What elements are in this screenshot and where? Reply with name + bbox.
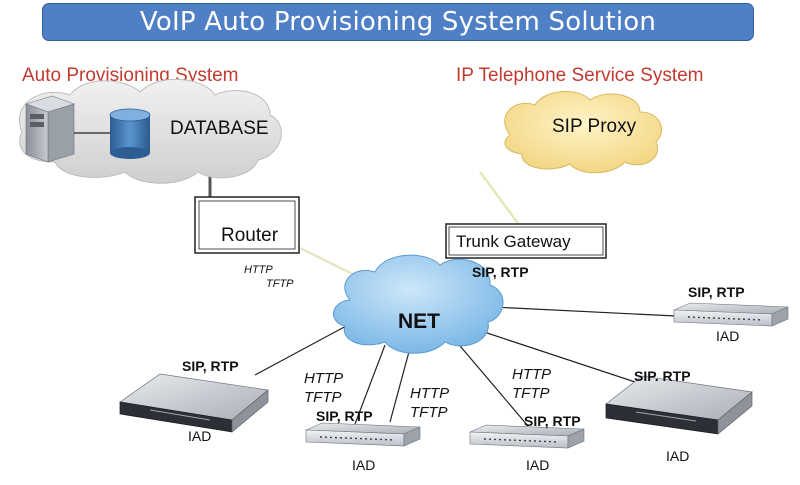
net-iad4-link	[454, 339, 529, 427]
title-banner: VoIP Auto Provisioning System Solution	[42, 3, 754, 41]
sip-proxy-label: SIP Proxy	[552, 116, 637, 137]
router-tftp-label: TFTP	[266, 278, 294, 290]
iad-1-protocol-label: SIP, RTP	[182, 358, 239, 374]
router-box	[194, 196, 300, 254]
iad-2-label: IAD	[352, 457, 376, 473]
ip-telephone-service-system-label: IP Telephone Service System	[456, 65, 704, 86]
database-label: DATABASE	[170, 118, 269, 139]
iad-device-icon	[119, 373, 269, 433]
iad-5-label: IAD	[666, 448, 690, 464]
iad-4-protocol-label: SIP, RTP	[524, 413, 581, 429]
net-iad1-link	[254, 324, 349, 376]
router-label: Router	[221, 225, 279, 246]
iad-device-icon	[469, 424, 585, 449]
database-icon	[109, 108, 151, 159]
iad-1-label: IAD	[188, 428, 212, 444]
iad-2-http-label: HTTP	[304, 370, 344, 387]
iad-4-http-label: HTTP	[512, 366, 552, 383]
proxy-gateway-link	[478, 171, 522, 227]
iad-device-icon	[673, 302, 789, 327]
iad-4-tftp-label: TFTP	[512, 385, 550, 402]
trunk-gateway-box	[445, 223, 607, 259]
iad-3-tftp-label: TFTP	[410, 404, 448, 421]
iad-device-icon	[305, 422, 421, 447]
iad-2-protocol-label: SIP, RTP	[316, 408, 373, 424]
trunk-gateway-label: Trunk Gateway	[456, 232, 571, 251]
iad-device-icon	[605, 375, 753, 435]
net-iad3-link	[389, 347, 411, 423]
database-cloud	[19, 79, 282, 184]
router-http-label: HTTP	[244, 264, 273, 276]
iad-6-protocol-label: SIP, RTP	[688, 284, 745, 300]
net-iad5-link	[477, 329, 636, 383]
iad-2-tftp-label: TFTP	[304, 389, 342, 406]
net-label: NET	[398, 310, 440, 333]
iad-5-protocol-label: SIP. RTP	[634, 368, 691, 384]
sip-proxy-cloud	[504, 91, 662, 174]
net-iad2-link	[354, 344, 386, 425]
gateway-protocol-label: SIP, RTP	[472, 264, 529, 280]
net-cloud	[333, 254, 504, 354]
iad-3-http-label: HTTP	[410, 385, 450, 402]
iad-6-label: IAD	[716, 328, 740, 344]
server-icon	[25, 95, 75, 163]
iad-4-label: IAD	[526, 457, 550, 473]
net-iad6-link	[491, 306, 677, 317]
page-title: VoIP Auto Provisioning System Solution	[139, 7, 657, 37]
